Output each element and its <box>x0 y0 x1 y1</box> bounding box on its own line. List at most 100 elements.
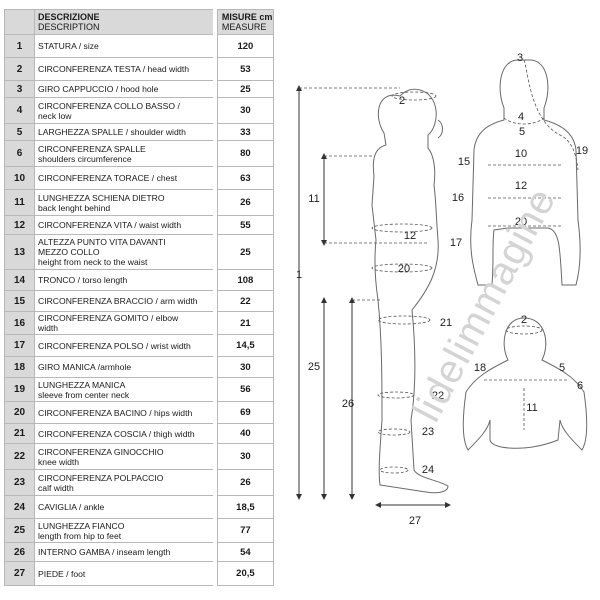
header-description-it: DESCRIZIONE <box>38 12 100 22</box>
row-description-it: CIRCONFERENZA BACINO / hips width <box>38 407 193 418</box>
row-measure-value: 18,5 <box>217 496 273 519</box>
side-label-22: 22 <box>431 390 445 402</box>
row-number: 25 <box>5 519 35 542</box>
side-label-11: 11 <box>308 193 320 205</box>
row-description: CIRCONFERENZA BACINO / hips width <box>35 402 213 423</box>
row-description: CIRCONFERENZA TORACE / chest <box>35 167 213 189</box>
top-label-2: 2 <box>520 314 528 326</box>
back-label-10: 10 <box>514 148 528 160</box>
row-number: 24 <box>5 496 35 518</box>
row-description-it: CIRCONFERENZA VITA / waist width <box>38 220 182 230</box>
row-measure-value: 120 <box>217 35 273 58</box>
row-number: 4 <box>5 98 35 123</box>
top-figure-outline <box>462 317 588 451</box>
back-label-15: 15 <box>457 156 471 168</box>
side-label-20: 20 <box>397 263 411 275</box>
row-description-it: LUNGHEZZA MANICA <box>38 379 126 390</box>
row-number: 23 <box>5 470 35 495</box>
row-description-en: back lenght behind <box>38 202 111 213</box>
header-measure-it: MISURE cm <box>221 12 273 22</box>
row-description-it: CIRCONFERENZA COLLO BASSO / <box>38 100 180 111</box>
back-label-5: 5 <box>518 126 526 138</box>
side-label-27: 27 <box>408 515 422 527</box>
row-description-it: LUNGHEZZA SCHIENA DIETRO <box>38 192 165 203</box>
side-label-1: 1 <box>295 269 303 281</box>
row-measure-value: 30 <box>217 444 273 470</box>
row-number: 13 <box>5 235 35 269</box>
mannequin-drawing <box>296 59 588 508</box>
row-measure-value: 25 <box>217 235 273 270</box>
row-description-it: CIRCONFERENZA GINOCCHIO <box>38 446 164 457</box>
side-label-23: 23 <box>421 426 435 438</box>
side-label-21: 21 <box>439 317 453 329</box>
row-number: 15 <box>5 291 35 311</box>
row-number: 5 <box>5 124 35 140</box>
row-description: CIRCONFERENZA COSCIA / thigh width <box>35 424 213 443</box>
row-description: CIRCONFERENZA POLSO / wrist width <box>35 335 213 356</box>
side-label-2: 2 <box>398 95 406 107</box>
row-description-en: length from hip to feet <box>38 530 122 541</box>
row-number: 2 <box>5 58 35 80</box>
row-description: GIRO MANICA /armhole <box>35 357 213 377</box>
row-description-en: calf width <box>38 482 74 493</box>
row-description-it: GIRO MANICA /armhole <box>38 362 132 372</box>
top-label-5: 5 <box>558 362 566 374</box>
row-description: GIRO CAPPUCCIO / hood hole <box>35 81 213 97</box>
description-header: DESCRIZIONE DESCRIPTION <box>5 10 213 35</box>
row-description: TRONCO / torso length <box>35 270 213 290</box>
row-measure-value: 40 <box>217 424 273 444</box>
header-description-en: DESCRIPTION <box>38 22 100 32</box>
row-measure-value: 21 <box>217 312 273 335</box>
row-description: PIEDE / foot <box>35 562 213 585</box>
row-number: 14 <box>5 270 35 290</box>
row-number: 19 <box>5 378 35 401</box>
row-description: CIRCONFERENZA VITA / waist width <box>35 216 213 234</box>
row-description-en: width <box>38 323 59 333</box>
row-description-it: CIRCONFERENZA TESTA / head width <box>38 64 190 74</box>
row-measure-value: 25 <box>217 81 273 98</box>
row-description-it: TRONCO / torso length <box>38 275 128 285</box>
row-number: 26 <box>5 543 35 561</box>
row-number: 21 <box>5 424 35 443</box>
row-description-it: CIRCONFERENZA POLSO / wrist width <box>38 340 191 351</box>
row-number: 1 <box>5 35 35 57</box>
row-number: 10 <box>5 167 35 189</box>
row-description: INTERNO GAMBA / inseam length <box>35 543 213 561</box>
back-label-3: 3 <box>516 52 524 64</box>
back-label-4: 4 <box>517 111 525 123</box>
row-description-it: CIRCONFERENZA BRACCIO / arm width <box>38 296 198 306</box>
row-description: CIRCONFERENZA TESTA / head width <box>35 58 213 80</box>
row-measure-value: 30 <box>217 98 273 124</box>
row-description-it: CIRCONFERENZA COSCIA / thigh width <box>38 428 195 439</box>
row-measure-value: 108 <box>217 270 273 291</box>
measure-header: MISURE cm MEASURE <box>217 10 273 35</box>
top-label-18: 18 <box>473 362 487 374</box>
side-label-24: 24 <box>421 464 435 476</box>
row-measure-value: 77 <box>217 519 273 543</box>
row-number: 6 <box>5 141 35 166</box>
mannequin-figures: 2 11 12 20 1 21 25 22 26 23 24 27 3 4 5 … <box>278 0 600 600</box>
row-measure-value: 63 <box>217 167 273 190</box>
row-description-en: height from neck to the waist <box>38 257 148 267</box>
side-figure-outline <box>371 88 449 494</box>
